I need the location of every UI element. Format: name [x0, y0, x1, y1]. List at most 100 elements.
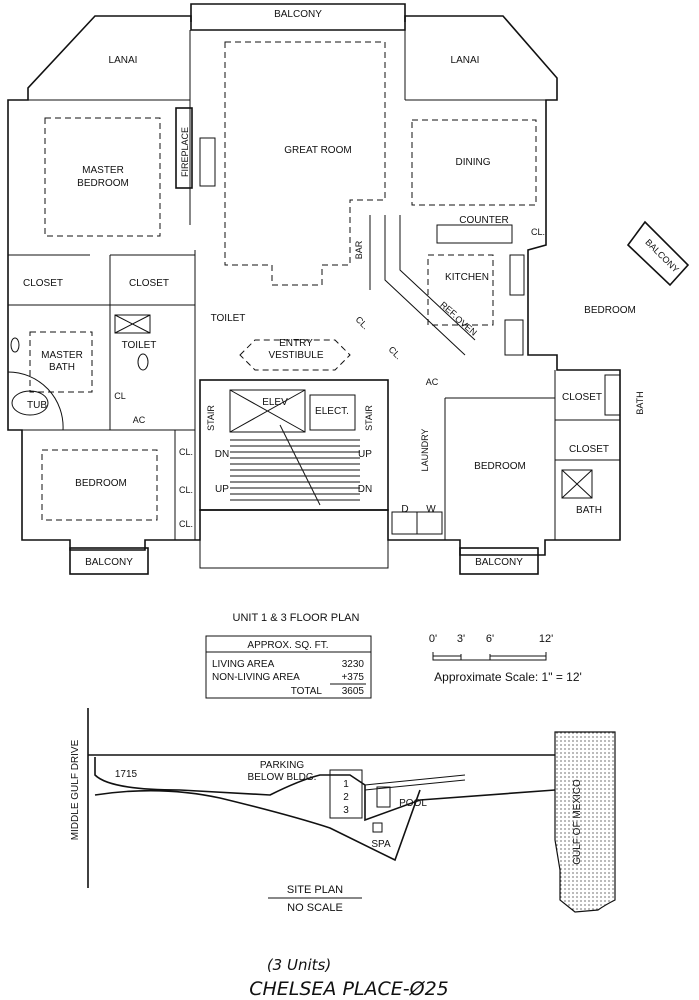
- bedroom-left-ceiling: [41, 449, 158, 521]
- fireplace-hearth: [199, 137, 216, 187]
- tub: [11, 390, 49, 416]
- lot-boundary-south: [94, 789, 421, 862]
- tub-curve: [7, 371, 64, 431]
- label-bedroom-right: BEDROOM: [584, 305, 636, 316]
- label-bath-right-2: BATH: [576, 505, 602, 516]
- pool-shape: [376, 786, 391, 808]
- master-bedroom-ceiling: [44, 117, 161, 237]
- balcony-bottom-left-box: [69, 547, 149, 575]
- label-stair-right: STAIR: [364, 405, 374, 431]
- balcony-bottom-right-box: [459, 547, 539, 575]
- label-toilet-left: TOILET: [122, 340, 157, 351]
- footer-name: CHELSEA PLACE-Ø25: [249, 978, 449, 1000]
- label-balcony-top: BALCONY: [274, 9, 322, 20]
- label-bedroom-center: BEDROOM: [474, 461, 526, 472]
- lot-boundary: [88, 754, 556, 822]
- label-dryer: D: [401, 504, 408, 515]
- area-row-label-nonliving: NON-LIVING AREA: [212, 672, 300, 683]
- outer-walls: [7, 15, 621, 556]
- label-fireplace: FIREPLACE: [180, 127, 190, 177]
- label-closet-right-1: CLOSET: [562, 392, 602, 403]
- label-ac-right: AC: [426, 377, 439, 387]
- label-great-room: GREAT ROOM: [284, 145, 351, 156]
- gulf-hatch: [554, 731, 616, 913]
- label-entry: ENTRY: [279, 338, 313, 349]
- core-lower-block: [199, 509, 389, 569]
- site-unit-3: 3: [343, 805, 349, 816]
- road-label: MIDDLE GULF DRIVE: [70, 739, 81, 840]
- scale-tick-12: 12': [539, 633, 553, 645]
- spa-shape: [372, 822, 383, 833]
- label-toilet-center: TOILET: [211, 313, 246, 324]
- area-row-value-nonliving: +375: [341, 672, 364, 683]
- label-master-bedroom-1: MASTER: [82, 165, 124, 176]
- shower-right-2-x2: [561, 469, 593, 499]
- walkway: [364, 774, 466, 791]
- shower-right-2: [561, 469, 593, 499]
- label-bath-right-1: BATH: [635, 391, 645, 414]
- entry-vestibule-outline: [239, 339, 351, 371]
- label-ac-left: AC: [133, 415, 146, 425]
- label-cl-2: CL.: [387, 344, 404, 361]
- label-closet-2: CLOSET: [129, 278, 169, 289]
- shower: [114, 314, 151, 334]
- label-elev: ELEV: [262, 397, 288, 408]
- site-parking-2: BELOW BLDG.: [248, 772, 317, 783]
- scale-bar: 0' 3' 6' 12' Approximate Scale: 1" = 12': [429, 633, 582, 684]
- label-kitchen: KITCHEN: [445, 272, 489, 283]
- label-laundry: LAUNDRY: [420, 429, 430, 472]
- label-elect: ELECT.: [315, 406, 349, 417]
- label-cl-b: CL.: [179, 485, 193, 495]
- site-pool: POOL: [399, 798, 427, 809]
- label-cl-a: CL.: [179, 447, 193, 457]
- label-dn-left: DN: [215, 449, 229, 460]
- site-plan-title: SITE PLAN: [287, 884, 343, 896]
- stove: [509, 254, 525, 296]
- counter-right: [504, 319, 524, 356]
- label-oven: OVEN: [453, 314, 479, 338]
- label-master-bath-2: BATH: [49, 362, 75, 373]
- balcony-top-outline: [190, 3, 406, 22]
- label-stair-left: STAIR: [206, 405, 216, 431]
- fireplace-box: [175, 107, 193, 189]
- area-row-value-living: 3230: [342, 659, 365, 670]
- elev-x2: [229, 389, 306, 433]
- dining-ceiling: [411, 119, 537, 206]
- scale-text: Approximate Scale: 1" = 12': [434, 670, 582, 684]
- label-dining: DINING: [456, 157, 491, 168]
- elect-room: [309, 394, 356, 431]
- kitchen-counter-1: [384, 215, 466, 356]
- label-counter: COUNTER: [459, 215, 508, 226]
- label-cl-bath: CL: [114, 391, 126, 401]
- shower-x2: [114, 314, 151, 334]
- building-footprint: [329, 769, 363, 819]
- site-unit-2: 2: [343, 792, 349, 803]
- site-parking-1: PARKING: [260, 760, 304, 771]
- toilet-fixture-left: [137, 353, 149, 371]
- scale-tick-3: 3': [457, 633, 465, 645]
- label-master-bedroom-2: BEDROOM: [77, 178, 129, 189]
- site-gulf: GULF OF MEXICO: [572, 779, 583, 865]
- label-up-right: UP: [358, 449, 372, 460]
- label-vestibule: VESTIBULE: [268, 350, 323, 361]
- master-bath-ceiling: [29, 331, 93, 393]
- shower-right: [604, 374, 621, 416]
- elevator-shaft: [229, 389, 306, 433]
- kitchen-counter-2: [399, 215, 476, 341]
- unit-floor-plan: BALCONY LANAI LANAI GREAT ROOM DINING FI…: [7, 3, 690, 575]
- label-cl-c: CL.: [179, 519, 193, 529]
- scale-tick-0: 0': [429, 633, 437, 645]
- label-lanai-right: LANAI: [451, 55, 480, 66]
- label-cl-kitchen: CL.: [531, 227, 545, 237]
- counter: [436, 224, 513, 244]
- label-dn-right: DN: [358, 484, 372, 495]
- floor-plan-caption: UNIT 1 & 3 FLOOR PLAN: [233, 612, 360, 624]
- area-table: APPROX. SQ. FT. LIVING AREA 3230 NON-LIV…: [205, 635, 372, 699]
- label-cl-1: CL.: [354, 314, 371, 331]
- label-up-left: UP: [215, 484, 229, 495]
- label-master-bath-1: MASTER: [41, 350, 83, 361]
- site-spa: SPA: [371, 839, 391, 850]
- area-row-value-total: 3605: [342, 686, 365, 697]
- label-lanai-left: LANAI: [109, 55, 138, 66]
